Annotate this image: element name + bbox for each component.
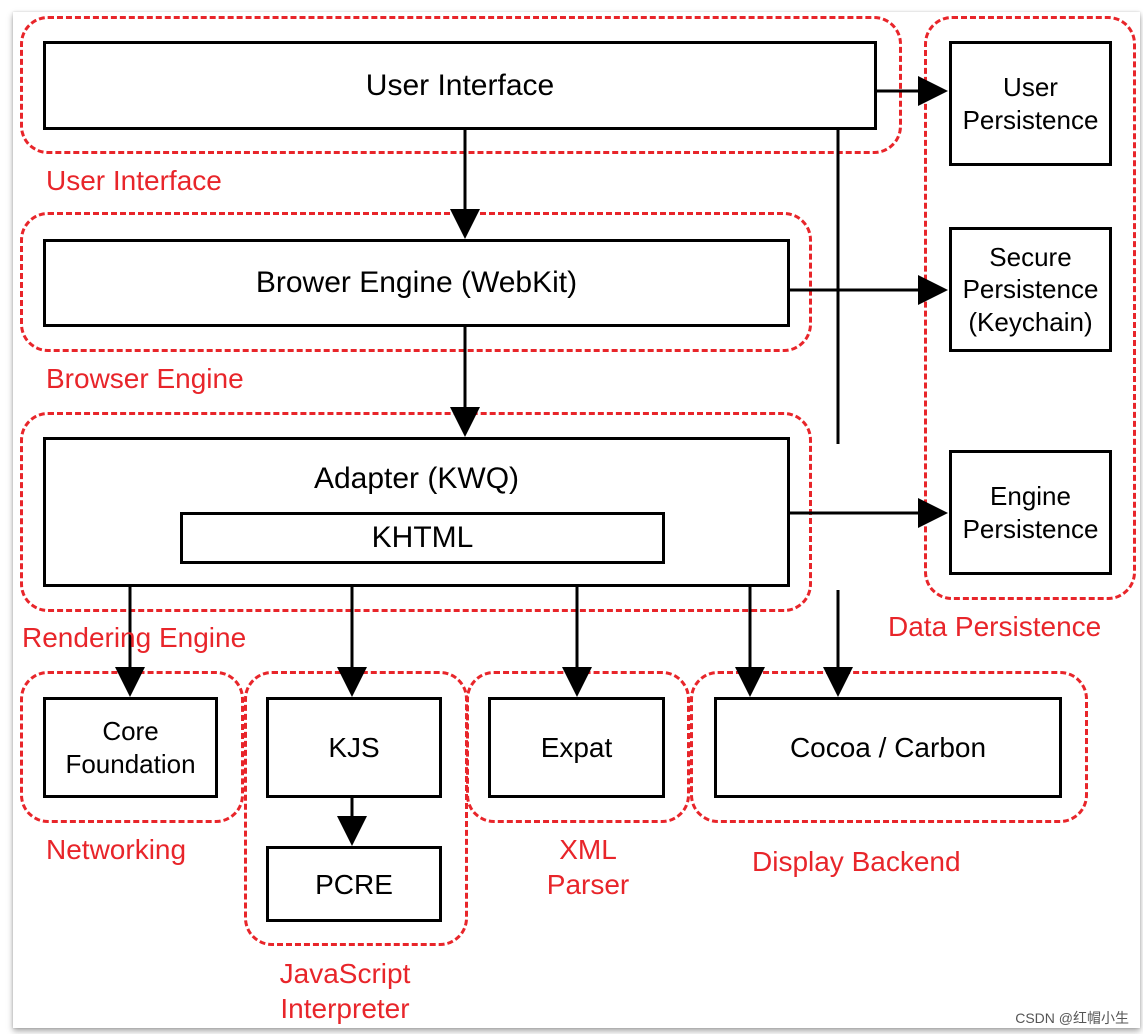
- group-label-javascript-interpreter: JavaScript Interpreter: [279, 958, 411, 1024]
- group-label-user-interface: User Interface: [46, 165, 222, 196]
- cocoa-carbon-box: Cocoa / Carbon: [714, 697, 1062, 798]
- group-display-backend: [690, 671, 1088, 823]
- user-interface-box: User Interface: [43, 41, 877, 130]
- group-user-interface: [20, 16, 902, 154]
- user-persistence-box: User Persistence: [949, 41, 1112, 166]
- group-label-data-persistence: Data Persistence: [888, 611, 1102, 642]
- kjs-box: KJS: [266, 697, 442, 798]
- group-label-display-backend: Display Backend: [752, 846, 961, 877]
- watermark-text: CSDN @红帽小生: [1015, 1010, 1129, 1026]
- engine-persistence-box: Engine Persistence: [949, 450, 1112, 575]
- group-browser-engine: [20, 212, 812, 352]
- secure-persistence-box: Secure Persistence (Keychain): [949, 227, 1112, 352]
- adapter-label: Adapter (KWQ): [313, 462, 520, 495]
- group-label-xml-parser: XML Parser: [546, 834, 630, 900]
- browser-engine-box: Brower Engine (WebKit): [43, 239, 790, 327]
- khtml-box: KHTML: [180, 512, 665, 564]
- group-label-browser-engine: Browser Engine: [46, 363, 244, 394]
- group-label-networking: Networking: [46, 834, 187, 865]
- pcre-box: PCRE: [266, 846, 442, 922]
- group-label-rendering-engine: Rendering Engine: [22, 622, 247, 653]
- core-foundation-box: Core Foundation: [43, 697, 218, 798]
- expat-box: Expat: [488, 697, 665, 798]
- group-data-persistence: [924, 16, 1136, 600]
